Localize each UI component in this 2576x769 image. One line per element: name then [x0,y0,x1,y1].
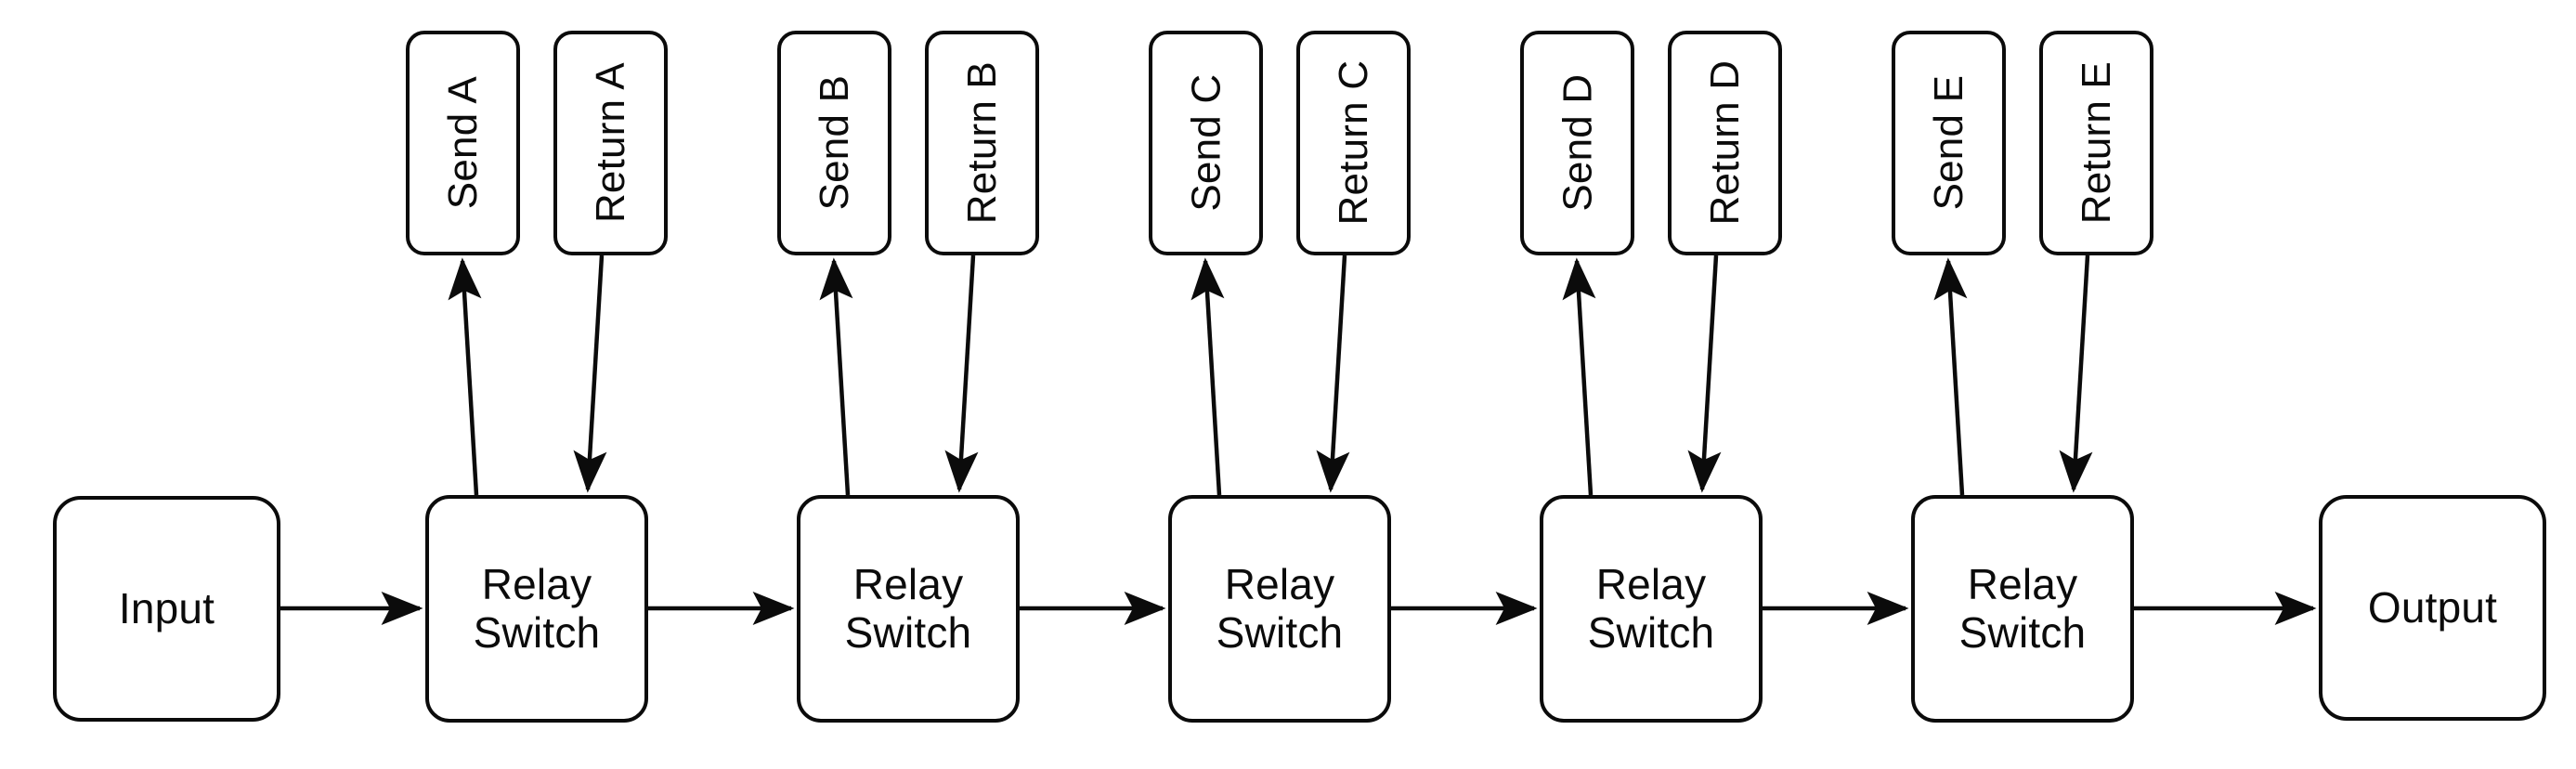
node-send-port-5[interactable]: Send E [1892,31,2006,255]
edge-return-1 [573,254,607,493]
node-return-port-1[interactable]: Return A [553,31,668,255]
node-relay-switch-5-label: Relay Switch [1958,559,2087,657]
node-return-port-5[interactable]: Return E [2039,31,2153,255]
node-relay-switch-2-label: Relay Switch [844,559,972,657]
node-relay-switch-3-label: Relay Switch [1216,559,1344,657]
node-relay-switch-2[interactable]: Relay Switch [797,495,1020,723]
node-send-port-2[interactable]: Send B [777,31,891,255]
edge-group-return [573,254,2093,493]
node-output-label: Output [2367,582,2498,632]
edge-send-2 [819,257,853,496]
edge-send-1 [448,257,482,496]
node-send-port-4-label: Send D [1554,74,1600,212]
node-return-port-1-label: Return A [587,62,633,224]
node-send-port-2-label: Send B [811,75,857,211]
node-return-port-2-label: Return B [958,61,1005,225]
node-send-port-3-label: Send C [1182,74,1229,212]
node-send-port-1[interactable]: Send A [406,31,520,255]
node-output[interactable]: Output [2319,495,2546,721]
node-send-port-1-label: Send A [439,76,486,210]
node-send-port-5-label: Send E [1925,75,1971,211]
edge-return-3 [1316,254,1350,493]
edge-send-3 [1190,257,1225,496]
edge-return-4 [1687,254,1722,493]
node-relay-switch-4[interactable]: Relay Switch [1540,495,1763,723]
node-relay-switch-4-label: Relay Switch [1587,559,1715,657]
edge-return-5 [2059,254,2093,493]
node-return-port-3[interactable]: Return C [1296,31,1411,255]
edge-return-2 [944,254,979,493]
node-input-label: Input [118,583,215,632]
node-relay-switch-3[interactable]: Relay Switch [1168,495,1391,723]
node-send-port-3[interactable]: Send C [1149,31,1263,255]
node-input[interactable]: Input [53,496,280,722]
node-return-port-5-label: Return E [2073,61,2119,225]
node-return-port-4-label: Return D [1701,60,1748,226]
node-return-port-4[interactable]: Return D [1668,31,1782,255]
edge-send-5 [1933,257,1968,496]
edge-group-send [448,257,1968,496]
edge-send-4 [1562,257,1596,496]
node-return-port-3-label: Return C [1330,60,1376,226]
node-relay-switch-1-label: Relay Switch [473,559,601,657]
node-relay-switch-1[interactable]: Relay Switch [425,495,648,723]
node-relay-switch-5[interactable]: Relay Switch [1911,495,2134,723]
node-send-port-4[interactable]: Send D [1520,31,1634,255]
node-return-port-2[interactable]: Return B [925,31,1039,255]
